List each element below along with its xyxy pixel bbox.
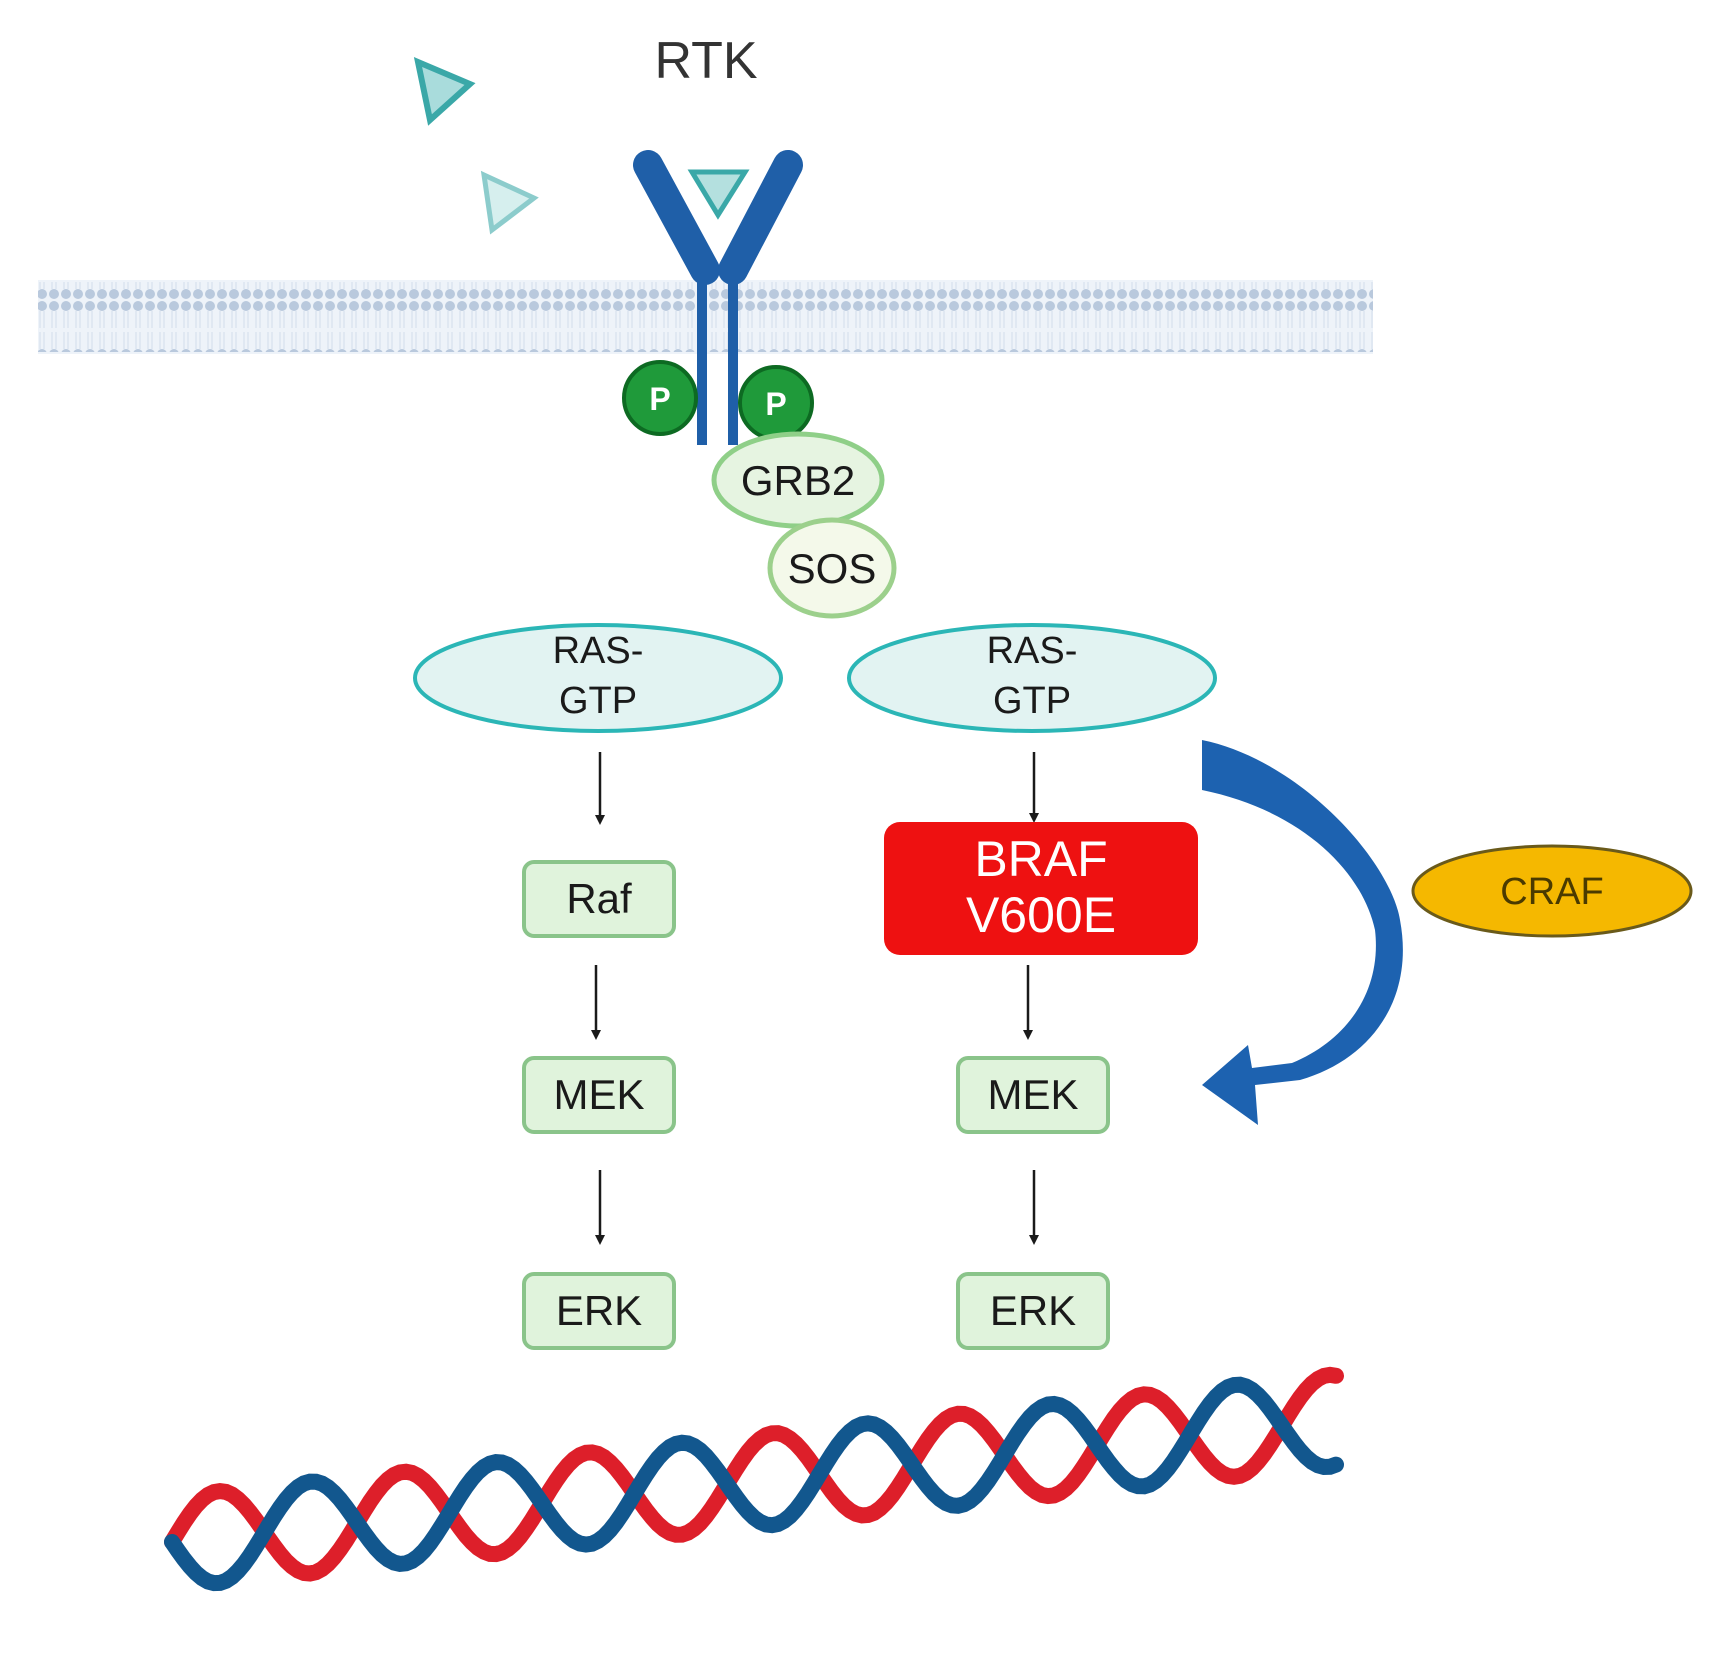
raf-label: Raf	[566, 875, 632, 922]
ras-gtp-left-line1: RAS-	[553, 630, 644, 672]
dna-strand-blue	[164, 1376, 1344, 1592]
craf-bypass-arrow	[1202, 740, 1403, 1125]
raf-node: Raf	[522, 860, 676, 938]
sos-label: SOS	[788, 545, 877, 592]
rtk-label: RTK	[654, 32, 757, 90]
ras-gtp-left-line2: GTP	[559, 680, 637, 722]
braf-label-line1: BRAF	[974, 831, 1107, 887]
erk-right-node: ERK	[956, 1272, 1110, 1350]
ras-gtp-right: RAS- GTP	[847, 623, 1217, 733]
craf-node: CRAF	[1411, 844, 1693, 938]
mek-right-label: MEK	[987, 1071, 1078, 1118]
phosphate-left: P	[622, 360, 698, 436]
ras-gtp-right-line2: GTP	[993, 680, 1071, 722]
dna-helix	[164, 1366, 1344, 1592]
grb2-label: GRB2	[741, 457, 855, 504]
mek-left-label: MEK	[553, 1071, 644, 1118]
phosphate-left-label: P	[649, 381, 670, 417]
ras-gtp-right-line1: RAS-	[987, 630, 1078, 672]
rtk-receptor	[633, 150, 803, 445]
grb2-node: GRB2	[711, 431, 885, 529]
erk-left-node: ERK	[522, 1272, 676, 1350]
mek-right-node: MEK	[956, 1056, 1110, 1134]
sos-node: SOS	[767, 517, 897, 619]
erk-left-label: ERK	[556, 1287, 642, 1334]
braf-v600e-node: BRAF V600E	[884, 822, 1198, 955]
craf-label: CRAF	[1500, 871, 1603, 913]
bound-ligand-triangle	[687, 169, 750, 220]
phosphate-right: P	[738, 365, 814, 441]
dna-strand-red	[164, 1366, 1344, 1582]
ligand-triangle-2	[480, 170, 539, 235]
ras-gtp-left: RAS- GTP	[413, 623, 783, 733]
erk-right-label: ERK	[990, 1287, 1076, 1334]
braf-label-line2: V600E	[966, 887, 1116, 943]
phosphate-right-label: P	[765, 386, 786, 422]
ligand-triangle-1	[413, 57, 476, 126]
ligand-triangles	[413, 57, 539, 235]
mek-left-node: MEK	[522, 1056, 676, 1134]
